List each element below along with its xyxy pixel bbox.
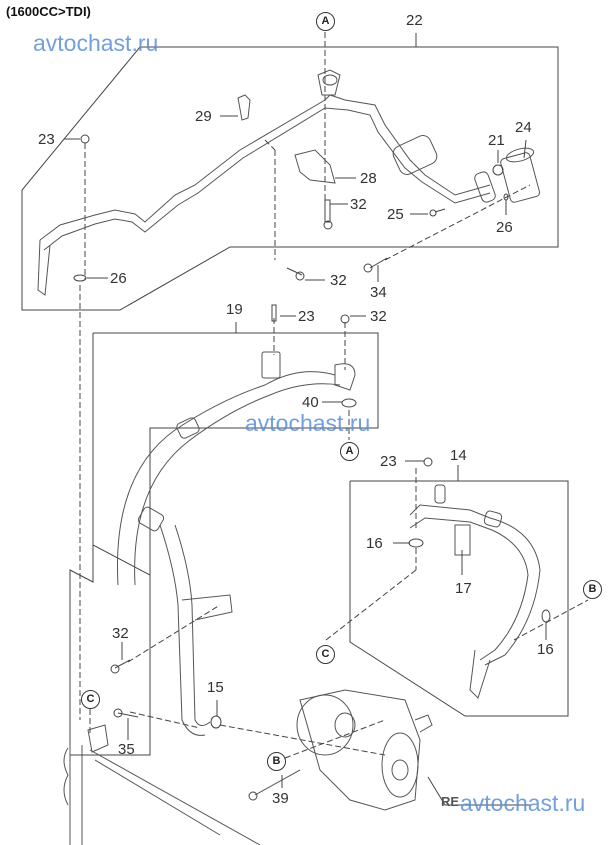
group-label-14: 14 bbox=[450, 447, 467, 464]
callout-24: 24 bbox=[515, 119, 532, 136]
condenser bbox=[63, 724, 261, 845]
callout-32: 32 bbox=[112, 625, 129, 642]
callout-35: 35 bbox=[118, 741, 135, 758]
group-14-outline bbox=[349, 480, 569, 717]
ref-marker-b[interactable]: B bbox=[583, 580, 602, 599]
group-label-19: 19 bbox=[226, 301, 243, 318]
pipe-14 bbox=[409, 484, 541, 699]
callout-16: 16 bbox=[537, 641, 554, 658]
hose-19 bbox=[116, 351, 356, 736]
group-19-outline bbox=[69, 332, 379, 756]
diagram-title: (1600CC>TDI) bbox=[6, 4, 91, 19]
o-rings bbox=[73, 164, 551, 729]
ref-marker-a[interactable]: A bbox=[316, 12, 335, 31]
callout-23: 23 bbox=[38, 131, 55, 148]
callout-40: 40 bbox=[302, 394, 319, 411]
callout-26: 26 bbox=[110, 270, 127, 287]
callout-17: 17 bbox=[455, 580, 472, 597]
watermark: avtochast.ru bbox=[460, 790, 586, 816]
callout-15: 15 bbox=[207, 679, 224, 696]
callout-23: 23 bbox=[298, 308, 315, 325]
callout-32: 32 bbox=[370, 308, 387, 325]
callout-26: 26 bbox=[496, 219, 513, 236]
watermark: avtochast.ru bbox=[33, 30, 159, 56]
ref-marker-a[interactable]: A bbox=[340, 442, 359, 461]
ref-marker-c[interactable]: C bbox=[316, 645, 335, 664]
callout-39: 39 bbox=[272, 790, 289, 807]
callout-23: 23 bbox=[380, 453, 397, 470]
callout-34: 34 bbox=[370, 284, 387, 301]
callout-29: 29 bbox=[195, 108, 212, 125]
group-22-outline bbox=[21, 46, 559, 311]
bolts bbox=[80, 134, 446, 801]
reference-note: RE bbox=[441, 794, 460, 809]
callout-32: 32 bbox=[350, 196, 367, 213]
callout-28: 28 bbox=[360, 170, 377, 187]
group-label-22: 22 bbox=[406, 12, 423, 29]
ref-marker-b[interactable]: B bbox=[267, 752, 286, 771]
callout-32: 32 bbox=[330, 272, 347, 289]
ref-marker-c[interactable]: C bbox=[81, 690, 100, 709]
watermark: avtochast.ru bbox=[245, 410, 371, 436]
callout-21: 21 bbox=[488, 132, 505, 149]
callout-25: 25 bbox=[387, 206, 404, 223]
compressor bbox=[296, 689, 433, 811]
callout-16: 16 bbox=[366, 535, 383, 552]
pipe-22 bbox=[37, 69, 541, 296]
